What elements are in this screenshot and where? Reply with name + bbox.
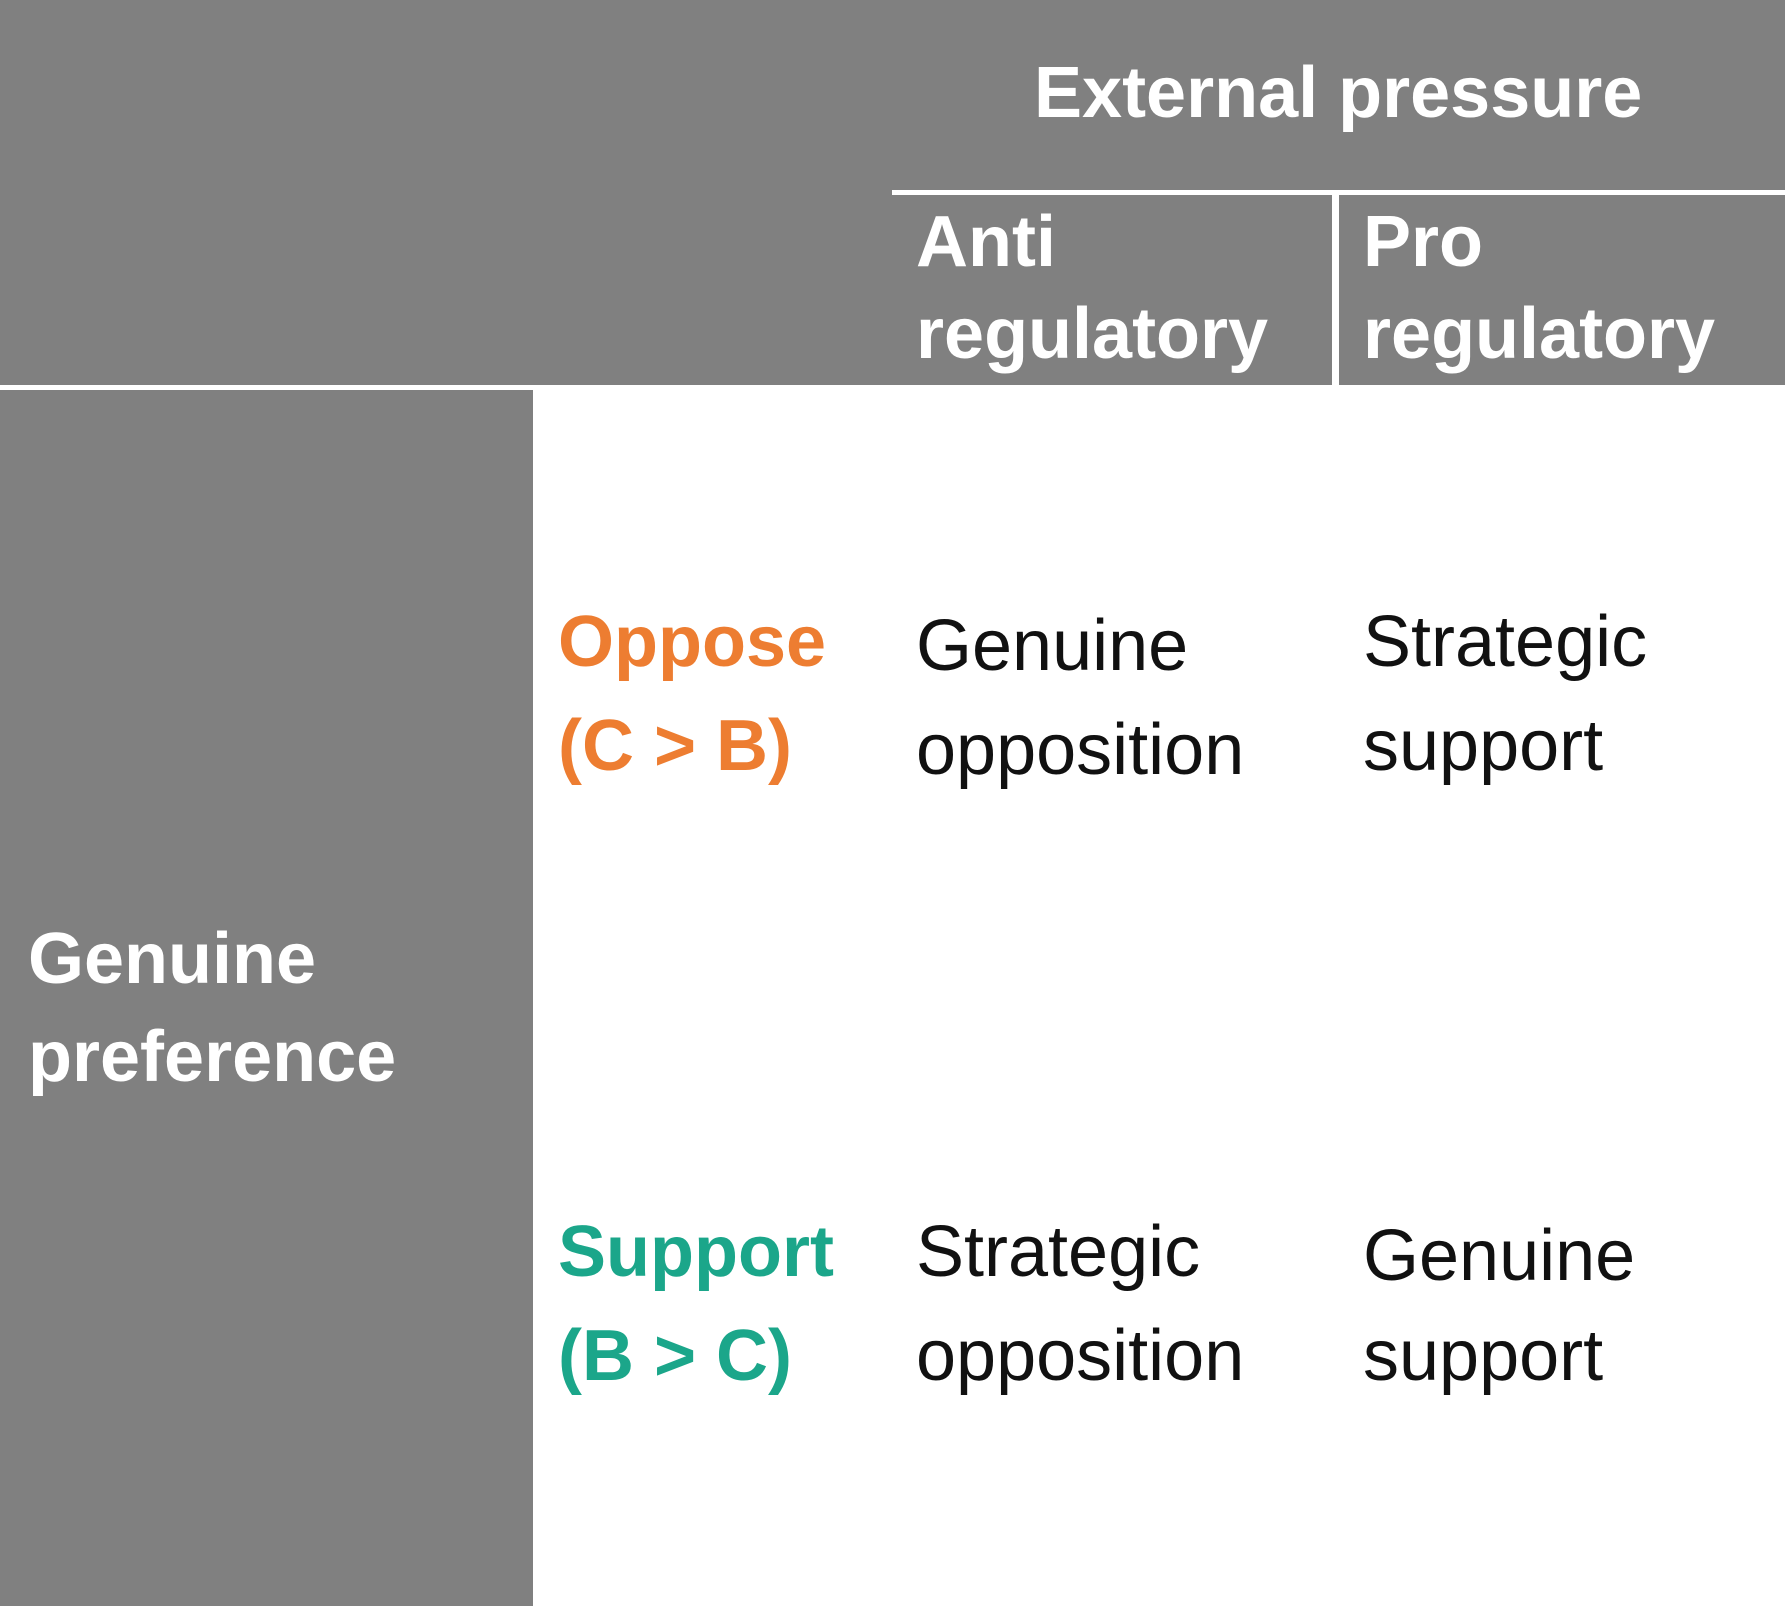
- corner-block-middle: [535, 0, 892, 385]
- cell-genuine-support-line2: support: [1363, 1316, 1604, 1396]
- row-label-support-line1: Support: [558, 1212, 834, 1292]
- corner-block-left: [0, 0, 535, 385]
- genuine-preference-side: Genuine preference: [0, 390, 533, 1606]
- column-header-pro-regulatory: Pro regulatory: [1339, 195, 1785, 385]
- row-label-support-line2: (B > C): [558, 1316, 792, 1396]
- external-pressure-header: External pressure: [892, 0, 1785, 190]
- cell-genuine-opposition-line1: Genuine: [916, 606, 1189, 686]
- column-header-anti-line2: regulatory: [916, 294, 1269, 374]
- cell-genuine-opposition-line2: opposition: [916, 710, 1245, 790]
- external-pressure-title: External pressure: [1034, 53, 1643, 133]
- cell-strategic-support-line2: support: [1363, 706, 1604, 786]
- column-header-anti-regulatory: Anti regulatory: [892, 195, 1332, 385]
- cell-strategic-support-line1: Strategic: [1363, 602, 1648, 682]
- genuine-preference-line1: Genuine: [28, 919, 317, 999]
- row-label-oppose-line2: (C > B): [558, 706, 792, 786]
- genuine-preference-line2: preference: [28, 1017, 397, 1097]
- column-header-anti-line1: Anti: [916, 202, 1056, 282]
- row-label-oppose-line1: Oppose: [558, 602, 827, 682]
- cell-strategic-opposition-line2: opposition: [916, 1316, 1245, 1396]
- cell-strategic-opposition-line1: Strategic: [916, 1212, 1201, 1292]
- cell-genuine-support-line1: Genuine: [1363, 1216, 1636, 1296]
- column-header-pro-line2: regulatory: [1363, 294, 1716, 374]
- column-header-pro-line1: Pro: [1363, 202, 1484, 282]
